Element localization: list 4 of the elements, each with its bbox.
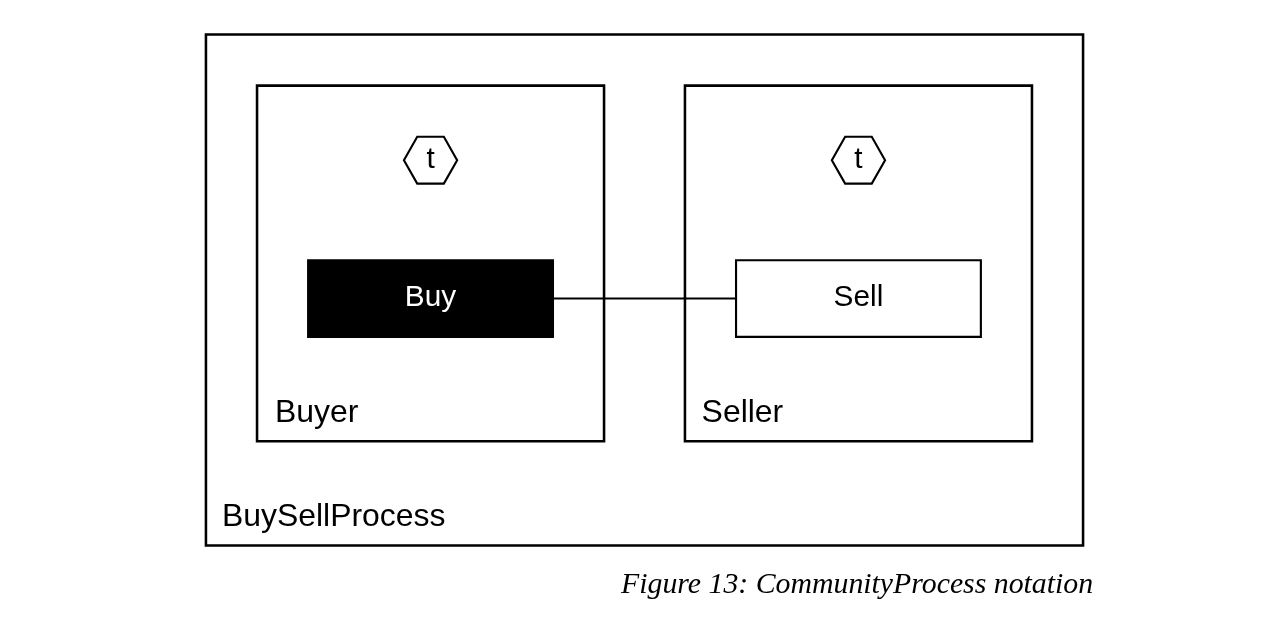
node-box: Sell — [734, 258, 982, 338]
node-box: Buy — [306, 258, 554, 338]
caption: Figure 13: CommunityProcess notation — [620, 565, 1093, 599]
connector — [553, 296, 735, 300]
